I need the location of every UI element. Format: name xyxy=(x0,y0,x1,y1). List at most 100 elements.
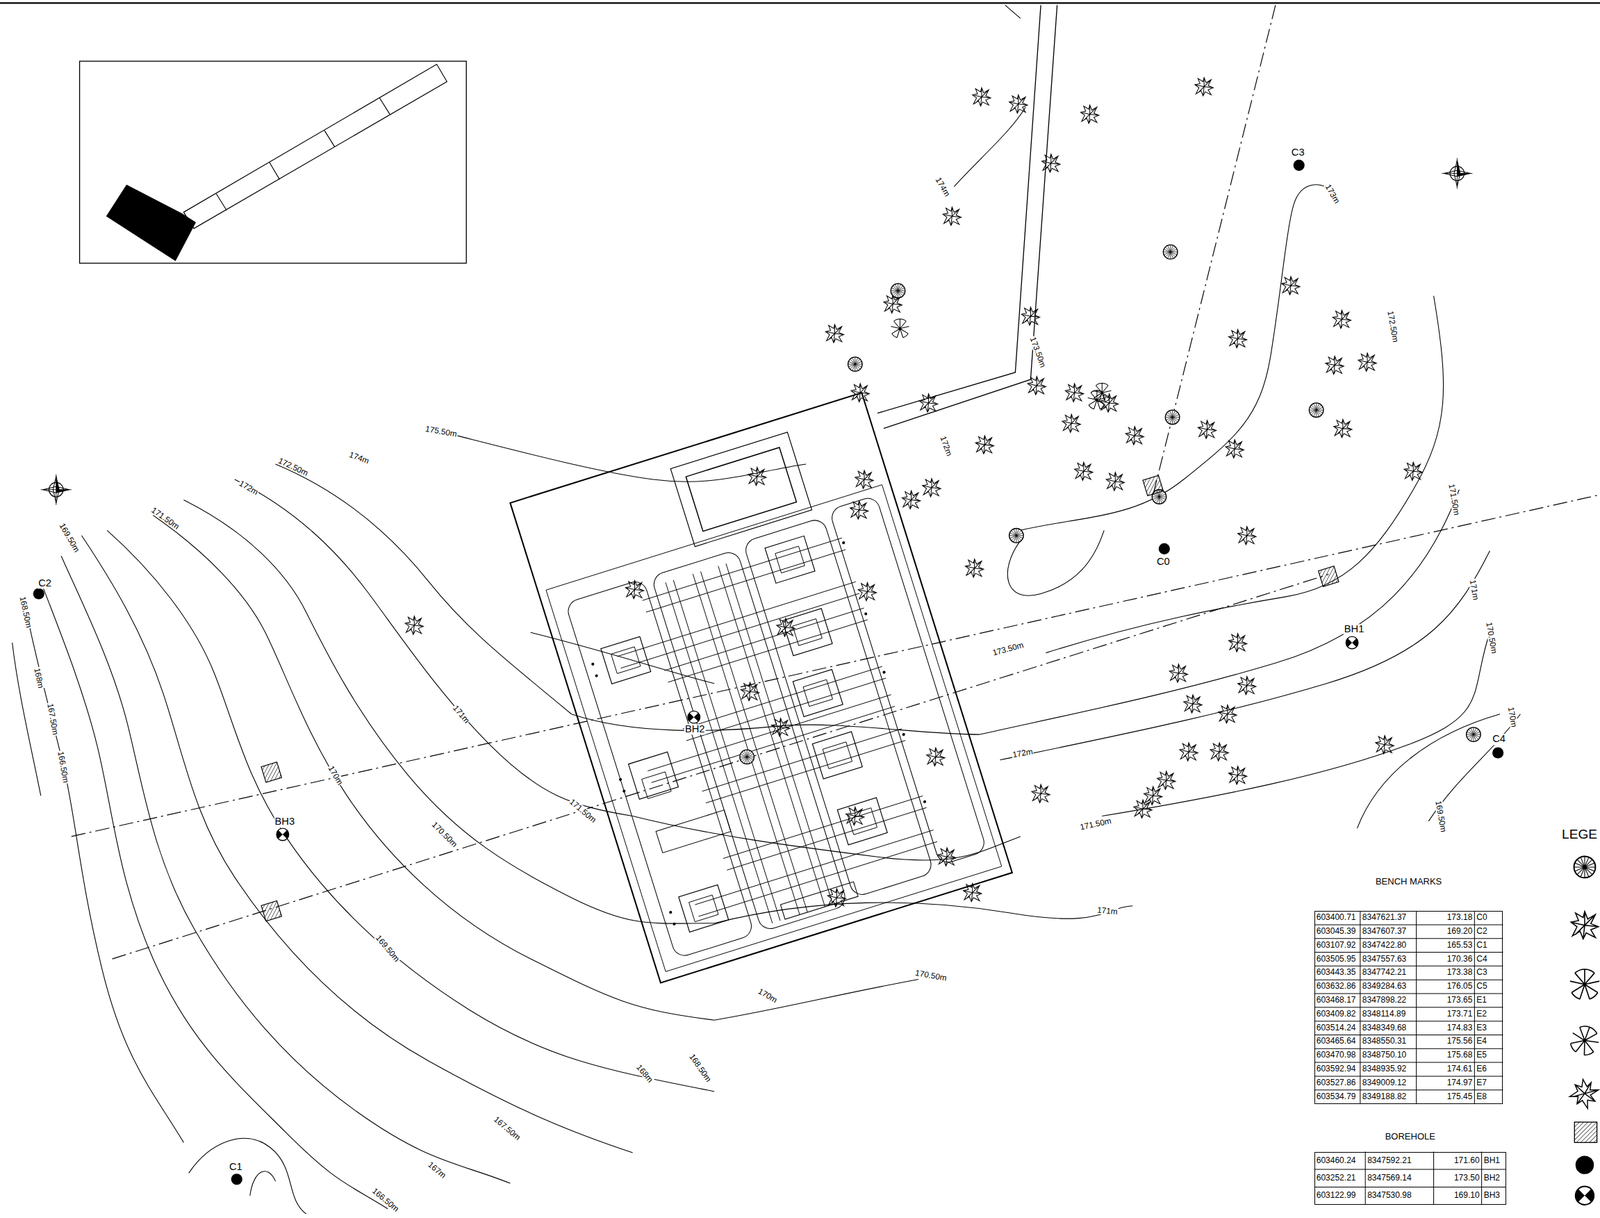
road-edge xyxy=(877,4,1041,413)
tree-symbol xyxy=(1238,526,1257,545)
north-arrow xyxy=(1441,158,1473,189)
section-line xyxy=(112,574,1330,960)
contour-label: 170m xyxy=(755,986,779,1005)
contour-line xyxy=(12,642,41,796)
bay-road xyxy=(742,516,934,897)
contour-line xyxy=(714,978,919,1020)
tree-symbol xyxy=(1009,528,1025,544)
inset-frame xyxy=(79,61,467,264)
table-cell: 171.60 xyxy=(1433,1151,1482,1170)
contour-label: 173.50m xyxy=(990,640,1025,658)
access-road xyxy=(877,4,1058,428)
tree-symbol xyxy=(1065,383,1084,402)
table-cell: E3 xyxy=(1474,1021,1503,1036)
contour-line xyxy=(61,555,510,1184)
tree-symbol xyxy=(740,682,759,701)
table-box: BENCH MARKS xyxy=(1314,910,1504,1104)
tree-symbol xyxy=(1169,664,1188,683)
tree-symbol xyxy=(963,883,982,902)
contour-line xyxy=(183,499,715,924)
pond-enclosure xyxy=(670,432,812,547)
table-cell: 603534.79 xyxy=(1314,1090,1361,1104)
tree-symbol xyxy=(972,87,991,106)
tree-symbol xyxy=(1087,390,1107,410)
tree-symbol xyxy=(890,318,909,338)
contour-line xyxy=(188,1137,307,1214)
tree-symbol xyxy=(1308,402,1324,418)
tree-symbol xyxy=(890,283,906,299)
table-cell: 173.65 xyxy=(1416,993,1475,1008)
tree-symbol xyxy=(901,490,920,509)
contour-label: 172.50m xyxy=(1386,309,1400,344)
contour-label: 166.50m xyxy=(56,749,71,784)
tree-group xyxy=(405,77,1481,908)
contour-label: 170.50m xyxy=(1484,620,1499,655)
hatched-marker xyxy=(261,900,282,921)
table-cell: E1 xyxy=(1474,993,1503,1008)
table-cell: 603468.17 xyxy=(1314,993,1361,1008)
table-cell: 603514.24 xyxy=(1314,1021,1361,1036)
tree-symbol xyxy=(926,747,945,766)
contour-label: 169.50m xyxy=(373,933,402,964)
contour-label: 167.50m xyxy=(45,701,60,736)
table-cell: 603465.64 xyxy=(1314,1034,1361,1049)
table-cell: 603470.98 xyxy=(1314,1048,1361,1063)
table-cell: BH1 xyxy=(1481,1151,1507,1170)
borehole-label: BH3 xyxy=(274,817,296,828)
contour-line xyxy=(275,464,572,715)
table-cell: 176.05 xyxy=(1416,979,1475,994)
table-cell: C5 xyxy=(1474,979,1503,994)
breaker-dots xyxy=(571,541,940,929)
transformer xyxy=(782,608,833,656)
tree-symbol xyxy=(771,718,790,737)
contour-label: 172m xyxy=(937,434,954,458)
table-cell: 8347530.98 xyxy=(1365,1186,1434,1204)
table-cell: 165.53 xyxy=(1416,938,1475,953)
pond xyxy=(685,447,797,532)
table-cell: 174.61 xyxy=(1416,1062,1475,1077)
tree-symbol xyxy=(965,559,984,578)
transformer xyxy=(764,535,815,583)
tree-symbol xyxy=(625,580,644,599)
table-cell: 8348935.92 xyxy=(1360,1062,1417,1077)
table-cell: E8 xyxy=(1474,1090,1503,1104)
tree-symbol xyxy=(1466,727,1482,742)
substation-plan xyxy=(509,392,1012,983)
contour-label: 174m xyxy=(347,450,371,466)
table-cell: 8349009.12 xyxy=(1360,1076,1417,1091)
tree-symbol xyxy=(1133,799,1152,818)
table-cell: 8349284.63 xyxy=(1360,979,1417,994)
hatched-marker xyxy=(261,762,282,783)
benchmark-label: C4 xyxy=(1491,734,1507,745)
table-rule xyxy=(1415,910,1417,1104)
contour-label: 173m xyxy=(1323,182,1342,205)
section-line xyxy=(71,494,1600,837)
yard-fence xyxy=(546,484,1002,972)
table-cell: 603505.95 xyxy=(1314,952,1361,967)
benchmark-dot xyxy=(1492,746,1504,758)
table-cell: E4 xyxy=(1474,1034,1503,1049)
tree-symbol xyxy=(1143,786,1162,805)
transformer-core xyxy=(589,546,897,925)
table-cell: 174.97 xyxy=(1416,1076,1475,1091)
tree-symbol xyxy=(1163,244,1178,260)
contour-label: 171m xyxy=(1468,578,1482,601)
table-cell: 173.50 xyxy=(1433,1169,1482,1187)
contour-line xyxy=(1101,632,1490,816)
north-arrow xyxy=(40,474,72,506)
tree-symbol xyxy=(942,207,961,226)
table-cell: 603527.86 xyxy=(1314,1076,1361,1091)
tree-symbol xyxy=(1228,766,1247,785)
table-cell: 8347742.21 xyxy=(1360,965,1417,980)
tree-symbol xyxy=(1281,276,1300,295)
tree-symbol xyxy=(855,470,874,489)
contour-line xyxy=(1045,295,1443,654)
road-edge xyxy=(883,4,1058,428)
borehole-symbol xyxy=(687,710,701,724)
table-cell: 175.45 xyxy=(1416,1090,1475,1104)
contour-line xyxy=(152,514,715,1020)
table-cell: 173.38 xyxy=(1416,965,1475,980)
section-line xyxy=(1153,4,1276,495)
